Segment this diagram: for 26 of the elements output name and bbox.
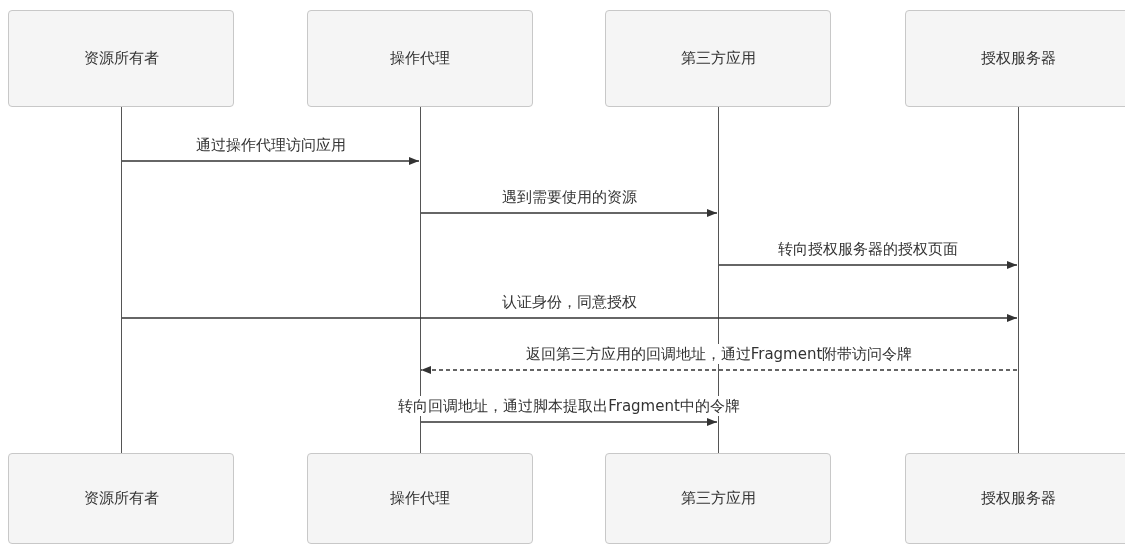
participant-box [905,10,1125,107]
participant-name: 操作代理 [390,488,450,510]
participant-box [307,453,533,544]
participant-box [905,453,1125,544]
participant-box [605,10,831,107]
lifeline [419,107,421,453]
message-arrow [121,157,420,165]
participant-box [8,10,234,107]
participant-box [307,10,533,107]
participant-name: 第三方应用 [680,48,756,70]
lifeline [1017,107,1019,453]
participant-name: 授权服务器 [980,488,1056,510]
participant-name: 操作代理 [390,48,450,70]
lifeline [120,107,122,453]
participant-name: 资源所有者 [83,488,159,510]
message-arrow [420,366,1018,374]
message-arrow [718,261,1018,269]
lifeline [717,107,719,453]
message-arrow [121,314,1018,322]
participant-name: 第三方应用 [680,488,756,510]
participant-name: 授权服务器 [980,48,1056,70]
message-arrow [420,418,718,426]
participant-name: 资源所有者 [83,48,159,70]
message-arrow [420,209,718,217]
participant-box [8,453,234,544]
participant-box [605,453,831,544]
